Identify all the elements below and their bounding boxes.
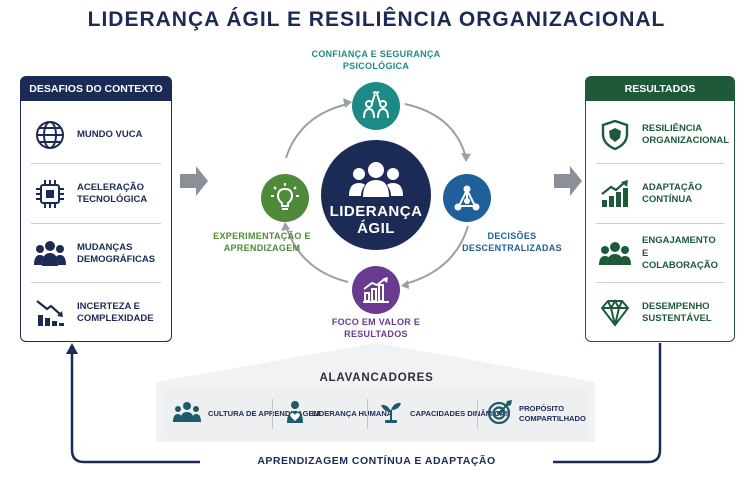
feedback-loop-arrowhead [66, 343, 78, 354]
left-item-label: MUDANÇAS DEMOGRÁFICAS [77, 241, 156, 266]
high-five-icon [363, 91, 389, 119]
alav-label: CULTURA DE APRENDIZAGEM [208, 409, 320, 418]
alav-label: LIDERANÇA HUMANA [312, 409, 393, 418]
shield-icon [596, 116, 634, 154]
arrow-left-to-center [180, 166, 208, 196]
alavancadores-heading: ALAVANCADORES [319, 372, 434, 384]
left-item-tech: ACELERAÇÃO TECNOLÓGICA [31, 165, 161, 223]
right-item-label: RESILIÊNCIA ORGANIZACIONAL [642, 122, 730, 147]
chart-icon [363, 277, 389, 303]
divider [367, 399, 368, 429]
node-trust [352, 82, 400, 130]
divider [596, 223, 724, 224]
left-item-label: MUNDO VUCA [77, 128, 143, 140]
alav-label: CAPACIDADES DINÂMICAS [410, 409, 511, 418]
divider [31, 163, 161, 164]
declining-chart-icon [31, 294, 69, 332]
right-item-resilience: RESILIÊNCIA ORGANIZACIONAL [596, 106, 729, 164]
left-item-label: INCERTEZA E COMPLEXIDADE [77, 300, 154, 325]
chip-icon [31, 175, 69, 213]
center-label: LIDERANÇA ÁGIL [329, 203, 423, 237]
arc-left-top [285, 103, 349, 159]
group-icon [349, 162, 403, 197]
divider [31, 223, 161, 224]
right-item-label: ADAPTAÇÃO CONTÍNUA [642, 181, 702, 206]
growth-chart-icon [596, 175, 634, 213]
node-value [352, 266, 400, 314]
left-panel: DESAFIOS DO CONTEXTO MUNDO VUCA ACELERAÇ… [20, 76, 172, 342]
node-trust-label: CONFIANÇA E SEGURANÇA PSICOLÓGICA [311, 49, 441, 71]
right-item-engagement: ENGAJAMENTO E COLABORAÇÃO [596, 225, 724, 283]
center-circle: LIDERANÇA ÁGIL [321, 140, 431, 250]
left-item-label: ACELERAÇÃO TECNOLÓGICA [77, 181, 148, 206]
alavancadores-box: CULTURA DE APRENDIZAGEM LIDERANÇA HUMANA… [162, 389, 589, 439]
left-item-vuca: MUNDO VUCA [31, 106, 161, 164]
right-item-label: DESEMPENHO SUSTENTÁVEL [642, 300, 712, 325]
node-experimentation-label: EXPERIMENTAÇÃO E APRENDIZAGEM [213, 231, 311, 253]
feedback-loop-label: APRENDIZAGEM CONTÍNUA E ADAPTAÇÃO [200, 455, 553, 467]
people-icon [172, 401, 202, 428]
arc-bottom-left [285, 225, 349, 283]
team-icon [596, 235, 634, 273]
lightbulb-icon [271, 183, 299, 210]
target-icon [487, 399, 513, 430]
globe-icon [31, 116, 69, 154]
arrow-center-to-right [554, 166, 582, 196]
node-experimentation [261, 174, 309, 222]
people-icon [31, 235, 69, 273]
left-panel-heading: DESAFIOS DO CONTEXTO [21, 77, 171, 101]
right-item-performance: DESEMPENHO SUSTENTÁVEL [596, 284, 724, 342]
node-decisions-label: DECISÕES DESCENTRALIZADAS [462, 231, 562, 253]
right-panel-heading: RESULTADOS [586, 77, 734, 101]
diamond-icon [596, 294, 634, 332]
divider [272, 399, 273, 429]
arc-top-right [404, 103, 467, 159]
sprout-icon [378, 400, 404, 429]
person-heart-icon [284, 400, 306, 429]
alav-item-culture: CULTURA DE APRENDIZAGEM [172, 389, 320, 439]
network-icon [454, 185, 480, 211]
node-decisions [443, 174, 491, 222]
divider [596, 163, 724, 164]
right-item-label: ENGAJAMENTO E COLABORAÇÃO [642, 235, 718, 272]
alav-item-capabilities: CAPACIDADES DINÂMICAS [378, 389, 510, 439]
divider [31, 282, 161, 283]
alav-item-leadership: LIDERANÇA HUMANA [284, 389, 392, 439]
alav-label: PROPÓSITO COMPARTILHADO [519, 404, 586, 423]
divider [596, 282, 724, 283]
divider [477, 399, 478, 429]
left-item-demographics: MUDANÇAS DEMOGRÁFICAS [31, 225, 161, 283]
right-item-adaptation: ADAPTAÇÃO CONTÍNUA [596, 165, 724, 223]
page-title: LIDERANÇA ÁGIL E RESILIÊNCIA ORGANIZACIO… [87, 8, 666, 31]
left-item-uncertainty: INCERTEZA E COMPLEXIDADE [31, 284, 161, 342]
node-value-label: FOCO EM VALOR E RESULTADOS [331, 317, 421, 339]
alav-item-purpose: PROPÓSITO COMPARTILHADO [487, 389, 589, 439]
right-panel: RESULTADOS RESILIÊNCIA ORGANIZACIONAL AD… [585, 76, 735, 342]
arc-right-bottom [404, 225, 469, 285]
